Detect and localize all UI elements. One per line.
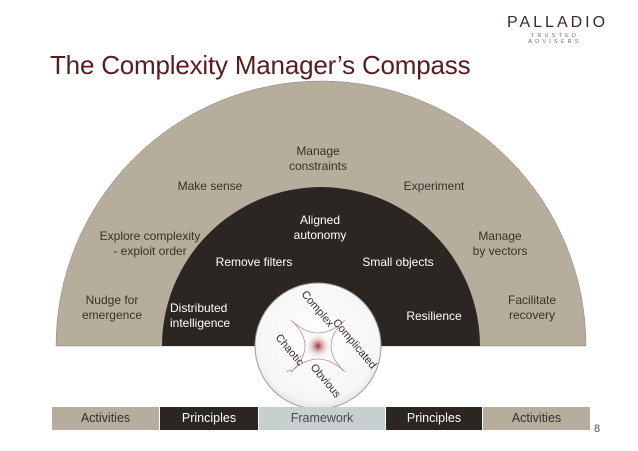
bar-principles-right: Principles	[386, 407, 482, 430]
inner-principles-ring	[162, 187, 480, 346]
label-aligned-autonomy: Aligned autonomy	[293, 213, 347, 242]
bar-framework: Framework	[259, 407, 385, 430]
logo-wordmark: PALLADIO	[507, 14, 609, 31]
disorder-mark	[286, 370, 294, 373]
bar-activities-left: Activities	[52, 407, 159, 430]
label-facilitate-recovery: Facilitate recovery	[507, 293, 557, 322]
logo-tagline: TRUSTED ADVISERS	[528, 33, 582, 45]
page-number: 8	[594, 423, 601, 435]
label-explore-complexity: Explore complexity - exploit order	[99, 229, 201, 258]
label-manage-constraints: Manage constraints	[288, 144, 348, 173]
label-nudge-for-emergence: Nudge for emergence	[81, 293, 143, 322]
label-resilience: Resilience	[406, 309, 462, 323]
label-make-sense: Make sense	[177, 179, 243, 193]
label-manage-by-vectors: Manage by vectors	[472, 229, 528, 258]
label-remove-filters: Remove filters	[215, 255, 293, 269]
bar-principles-left: Principles	[160, 407, 258, 430]
bar-activities-right: Activities	[483, 407, 590, 430]
label-experiment: Experiment	[403, 179, 465, 193]
framework-center-glow	[304, 332, 332, 360]
label-distributed-intelligence: Distributed intelligence	[170, 301, 231, 330]
label-small-objects: Small objects	[362, 255, 434, 269]
page-title: The Complexity Manager’s Compass	[50, 50, 471, 80]
palladio-logo: PALLADIO TRUSTED ADVISERS	[507, 14, 609, 45]
